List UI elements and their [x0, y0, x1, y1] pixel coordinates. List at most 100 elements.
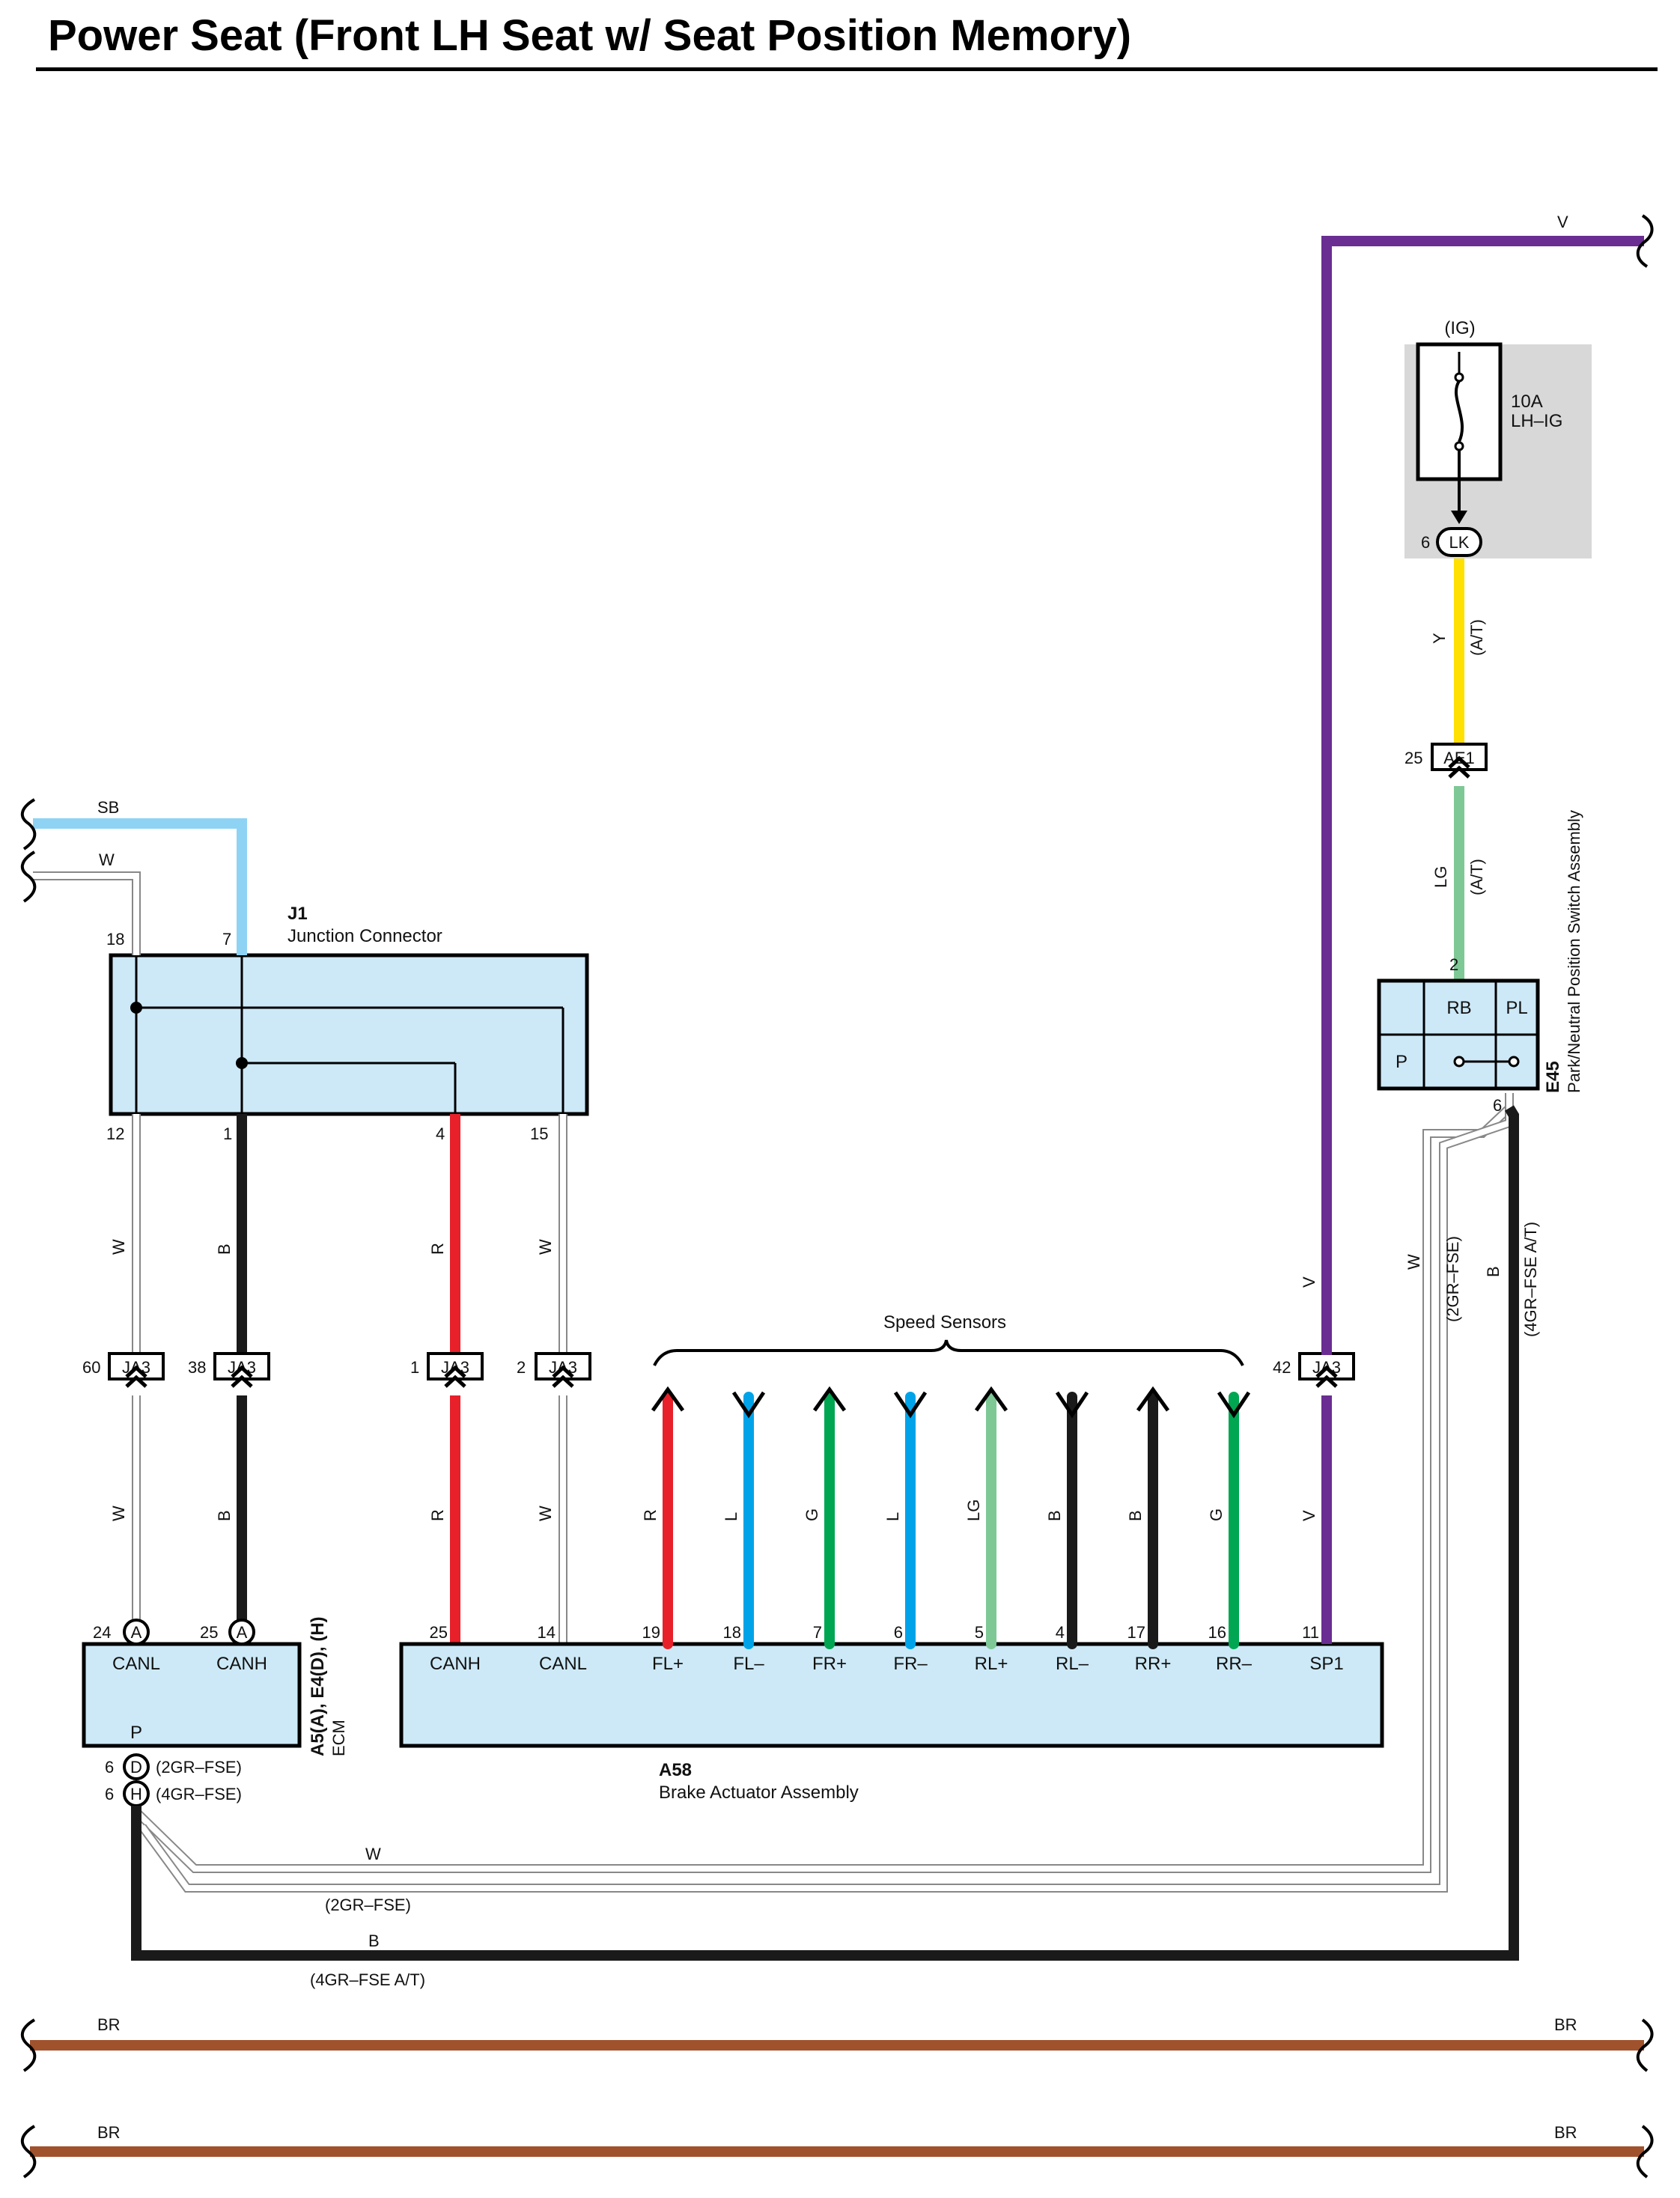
wire-color-label: Y	[1430, 633, 1449, 644]
arrow-down-icon	[1055, 1391, 1089, 1419]
ecm-pin: 6	[105, 1758, 114, 1777]
wire-color-label: R	[641, 1509, 660, 1521]
ecm-pin: 25	[200, 1623, 218, 1642]
lk-connector	[1436, 527, 1482, 557]
j1-junction-connector-box	[109, 953, 589, 1116]
wire-color-label: SB	[97, 798, 119, 817]
wire-color-label: W	[536, 1239, 555, 1255]
fuse-terminal	[1454, 441, 1464, 451]
fuse-supply: (IG)	[1444, 318, 1475, 338]
a58-terminal: RR+	[1135, 1654, 1172, 1674]
ja3-pin: 1	[410, 1358, 419, 1377]
wire-color-label: B	[215, 1243, 234, 1255]
break-mark	[20, 850, 37, 903]
break-mark	[20, 798, 37, 850]
e45-terminal: PL	[1506, 998, 1527, 1018]
arrow-down-icon	[893, 1391, 928, 1419]
wire-color-label: W	[365, 1845, 381, 1863]
wire-color-label: W	[99, 850, 115, 869]
wire-color-label: V	[1300, 1510, 1318, 1521]
arrow-up-icon	[974, 1386, 1008, 1412]
ja3-connector: JA3 38	[188, 1352, 270, 1386]
ecm-connector	[123, 1619, 150, 1646]
a58-pin: 16	[1208, 1623, 1226, 1642]
wire-color-label: B	[1126, 1510, 1145, 1521]
fuse-output-arrow	[1451, 511, 1467, 524]
a58-pin: 5	[975, 1623, 984, 1642]
ja3-pin: 2	[517, 1358, 526, 1377]
fuse-terminal	[1454, 372, 1464, 383]
ja3-pin: 60	[82, 1358, 100, 1377]
ecm-terminal: P	[130, 1723, 142, 1743]
ecm-pin: 24	[93, 1623, 111, 1642]
j1-internal-bus	[135, 955, 564, 1114]
a58-pin: 6	[894, 1623, 903, 1642]
a58-pin: 18	[723, 1623, 741, 1642]
arrow-up-icon	[651, 1386, 685, 1412]
a58-terminal: FL+	[652, 1654, 684, 1674]
ja3-pin: 42	[1273, 1358, 1291, 1377]
ecm-box	[82, 1642, 302, 1748]
wire-color-label: B	[1045, 1510, 1064, 1521]
wire-color-label: BR	[97, 2015, 121, 2034]
wire-color-label: BR	[1554, 2123, 1577, 2142]
title-rule	[36, 67, 1658, 71]
a58-terminal: RL+	[975, 1654, 1008, 1674]
ecm-terminal: CANH	[216, 1654, 267, 1674]
e45-terminal: P	[1396, 1052, 1407, 1072]
ae1-pin: 25	[1404, 749, 1422, 767]
wire-w	[33, 873, 139, 955]
ja3-pin: 38	[188, 1358, 206, 1377]
page-title: Power Seat (Front LH Seat w/ Seat Positi…	[48, 11, 1132, 60]
wire-variant-label: (A/T)	[1467, 619, 1486, 656]
wire-color-label: V	[1557, 213, 1568, 231]
ecm-connector	[228, 1619, 255, 1646]
break-mark	[1636, 2125, 1654, 2179]
ecm-terminal: CANL	[112, 1654, 160, 1674]
wire-variant-label: (4GR–FSE A/T)	[1521, 1222, 1540, 1337]
break-mark	[1636, 2018, 1654, 2072]
j1-junction-dot	[130, 1002, 142, 1014]
j1-pin: 1	[223, 1124, 232, 1143]
wire-color-label: G	[1207, 1509, 1226, 1521]
a58-terminal: SP1	[1309, 1654, 1343, 1674]
a58-terminal: RR–	[1216, 1654, 1253, 1674]
ecm-code: A5(A), E4(D), (H)	[308, 1616, 328, 1756]
wire-variant-label: (4GR–FSE A/T)	[310, 1970, 425, 1989]
a58-terminal: CANL	[539, 1654, 587, 1674]
e45-pin: 6	[1493, 1096, 1502, 1115]
e45-name: Park/Neutral Position Switch Assembly	[1565, 810, 1583, 1093]
wire-color-label: W	[536, 1506, 555, 1521]
wire-color-label: L	[722, 1512, 740, 1521]
e45-code: E45	[1543, 1061, 1563, 1093]
e45-switch-grid	[1379, 981, 1538, 1089]
wire-color-label: R	[428, 1243, 447, 1255]
wire-color-label: B	[215, 1510, 234, 1521]
ecm-name: ECM	[329, 1720, 348, 1756]
arrow-up-icon	[812, 1386, 847, 1412]
fuse-rating: 10A	[1511, 392, 1543, 412]
wire-color-label: B	[1484, 1266, 1503, 1277]
ja3-connector: JA3 42	[1273, 1352, 1355, 1386]
ecm-pin: 6	[105, 1785, 114, 1803]
wire-color-label: W	[1404, 1254, 1423, 1270]
arrow-down-icon	[731, 1391, 766, 1419]
wire-color-label: G	[803, 1509, 821, 1521]
j1-pin: 15	[530, 1124, 548, 1143]
break-mark	[20, 2125, 37, 2179]
fuse-element-icon	[1454, 380, 1464, 442]
wire-color-label: L	[883, 1512, 902, 1521]
ecm-variant: (4GR–FSE)	[156, 1785, 242, 1803]
wire-color-label: W	[109, 1506, 128, 1521]
wire-color-label: B	[368, 1931, 380, 1950]
a58-brake-actuator-box	[399, 1642, 1384, 1748]
wire-color-label: V	[1300, 1276, 1318, 1288]
wire-color-label: W	[109, 1239, 128, 1255]
lk-pin: 6	[1421, 533, 1430, 552]
ecm-conn-letter: A	[131, 1623, 142, 1642]
ecm-conn-letter: D	[130, 1758, 142, 1777]
speed-sensors-bracket	[653, 1339, 1244, 1366]
ecm-conn-letter: A	[237, 1623, 248, 1642]
ecm-conn-letter: H	[130, 1785, 142, 1803]
